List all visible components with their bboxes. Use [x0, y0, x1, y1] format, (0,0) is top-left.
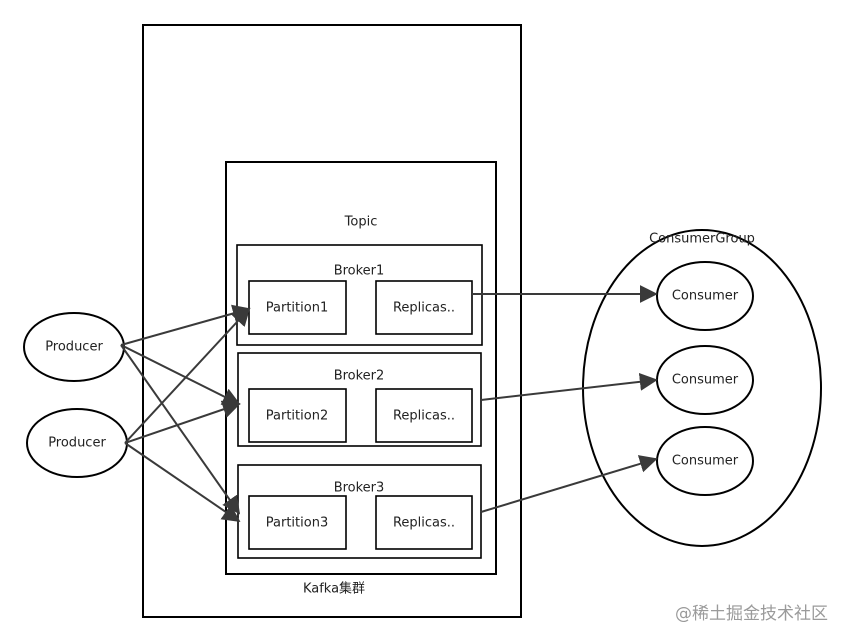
partition-label-2: Partition2	[266, 409, 328, 424]
producer-label-2: Producer	[48, 436, 106, 451]
replicas-label-3: Replicas..	[393, 516, 455, 531]
producer-label-1: Producer	[45, 340, 103, 355]
edge-producer1-partition2	[120, 344, 241, 405]
partition-box-1	[248, 280, 347, 335]
watermark: @稀土掘金技术社区	[675, 604, 828, 624]
broker-label-3: Broker3	[334, 481, 385, 496]
consumer-label-3: Consumer	[672, 454, 739, 469]
replicas-label-2: Replicas..	[393, 409, 455, 424]
edge-producer2-partition2	[124, 400, 241, 444]
partition-box-3	[248, 495, 347, 550]
topic-label: Topic	[344, 215, 378, 230]
broker-label-1: Broker1	[334, 264, 385, 279]
broker-label-2: Broker2	[334, 369, 385, 384]
partition-label-1: Partition1	[266, 301, 328, 316]
edge-producer2-partition3	[124, 442, 241, 523]
consumer-label-2: Consumer	[672, 373, 739, 388]
partition-label-3: Partition3	[266, 516, 328, 531]
replicas-box-1	[375, 280, 473, 335]
edge-replicas3-consumer3	[480, 455, 658, 513]
edge-producer2-partition1	[124, 307, 251, 444]
kafka-cluster-label: Kafka集群	[303, 581, 365, 597]
replicas-box-3	[375, 495, 473, 550]
partition-box-2	[248, 388, 347, 443]
replicas-label-1: Replicas..	[393, 301, 455, 316]
replicas-box-2	[375, 388, 473, 443]
consumer-label-1: Consumer	[672, 289, 739, 304]
edge-replicas2-consumer2	[480, 372, 658, 401]
consumer-group-label: ConsumerGroup	[649, 232, 755, 247]
edge-producer1-partition1	[120, 304, 251, 346]
edge-producer1-partition3	[120, 344, 241, 515]
